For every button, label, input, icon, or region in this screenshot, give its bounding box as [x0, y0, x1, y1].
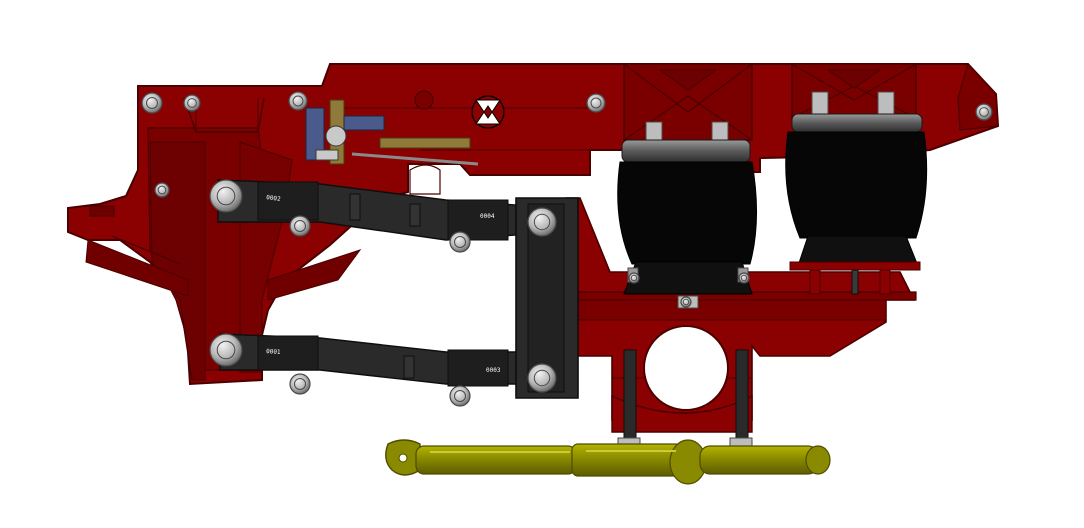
- bolt-head: [628, 272, 640, 284]
- height-control-valve: [305, 99, 479, 166]
- bolt-head: [527, 207, 557, 237]
- axle-seat: [541, 197, 917, 465]
- arm-mark-upper-left: 0002: [266, 194, 282, 203]
- bolt-head: [289, 215, 311, 237]
- bolt-head: [680, 296, 692, 308]
- bolt-head: [288, 91, 308, 111]
- bolt-layer: [141, 91, 993, 407]
- bolt-head: [586, 93, 606, 113]
- bolt-head: [209, 333, 243, 367]
- bolt-head: [975, 103, 993, 121]
- air-spring-rear: [785, 91, 928, 295]
- arm-mark-upper-right: 0004: [480, 213, 495, 220]
- pinch-point-icon: [471, 95, 505, 129]
- bolt-head: [154, 182, 170, 198]
- bolt-head: [527, 363, 557, 393]
- bolt-head: [449, 385, 471, 407]
- bolt-head: [141, 92, 163, 114]
- frame-gusset-left: [149, 141, 206, 381]
- bolt-head: [209, 179, 243, 213]
- lower-trailing-arm: 0001 0003: [219, 333, 531, 387]
- bolt-head: [449, 231, 471, 253]
- tie-rod: [385, 439, 831, 485]
- bolt-head: [289, 373, 311, 395]
- arm-mark-lower-left: 0001: [266, 348, 281, 356]
- arm-mark-lower-right: 0003: [486, 367, 501, 374]
- bolt-head: [738, 272, 750, 284]
- bolt-head: [183, 94, 201, 112]
